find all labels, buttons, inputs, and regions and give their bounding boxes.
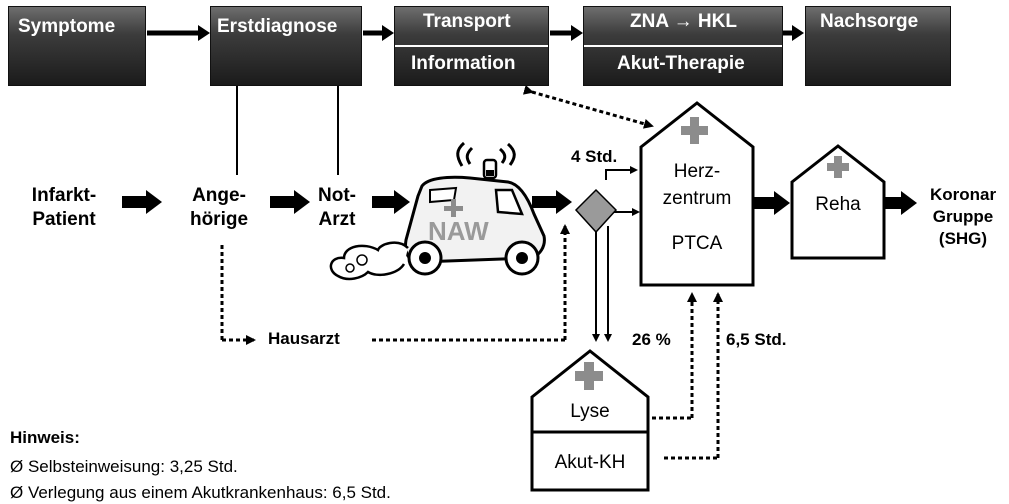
node-koronar-gruppe: Koronar Gruppe (SHG) [918, 184, 1008, 250]
phase-box-transport: Transport Information [394, 6, 549, 86]
lyse-label: Lyse [570, 401, 610, 422]
hausarzt-label: Hausarzt [268, 329, 340, 348]
label-herz: Herz- [673, 161, 721, 182]
node-notarzt: Not- Arzt [306, 184, 368, 232]
label-arzt: Arzt [318, 209, 356, 230]
herzzentrum-house [639, 101, 755, 287]
phase-box-nachsorge: Nachsorge [805, 6, 951, 86]
arrow-diamond-herzzentrum-upper [605, 166, 638, 180]
label-koronar: Koronar [929, 185, 997, 204]
phase-label-nachsorge: Nachsorge [820, 11, 919, 32]
phase-box-symptome: Symptome [8, 6, 146, 86]
phase-divider-zna [584, 45, 782, 47]
ambulance-icon [329, 141, 546, 281]
note-title: Hinweis: [10, 428, 80, 447]
label-shg: (SHG) [938, 229, 988, 248]
lyse-house [530, 349, 650, 492]
note-line-2: Ø Verlegung aus einem Akutkrankenhaus: 6… [10, 483, 391, 502]
phase-box-erstdiagnose: Erstdiagnose [210, 6, 362, 86]
phase-label-erstdiagnose: Erstdiagnose [217, 16, 338, 37]
label-gruppe: Gruppe [932, 207, 994, 226]
note-line-1: Ø Selbsteinweisung: 3,25 Std. [10, 457, 238, 476]
label-not: Not- [318, 185, 356, 206]
phase-label-zna-hkl: ZNA → HKL [630, 11, 737, 32]
flow-arrows [122, 190, 917, 215]
node-angehoerige: Ange- hörige [176, 184, 262, 232]
reha-house [790, 144, 886, 260]
herzzentrum-label: Herz- zentrum [641, 158, 753, 212]
naw-label: NAW [428, 216, 489, 246]
phase-label-akut-therapie: Akut-Therapie [617, 53, 745, 74]
label-infarkt: Infarkt- [31, 185, 97, 206]
reha-label: Reha [815, 194, 861, 215]
label-zentrum: zentrum [662, 188, 732, 209]
ptca-label: PTCA [671, 233, 723, 254]
dotted-connections [220, 224, 723, 460]
phase-label-transport: Transport [423, 11, 511, 32]
phase-label-symptome: Symptome [18, 16, 116, 37]
phase-box-zna-hkl: ZNA → HKL Akut-Therapie [583, 6, 783, 86]
percent-label: 26 % [632, 330, 671, 349]
akut-kh-label: Akut-KH [554, 452, 626, 473]
node-infarkt-patient: Infarkt- Patient [12, 184, 116, 232]
header-arrows [147, 25, 804, 41]
six-half-hours-label: 6,5 Std. [726, 330, 787, 349]
label-hoerige: hörige [189, 209, 249, 230]
label-ange: Ange- [192, 185, 246, 206]
phase-divider-transport [395, 45, 548, 47]
label-patient: Patient [32, 209, 96, 230]
decision-diamond [574, 188, 618, 234]
four-hours-label: 4 Std. [571, 147, 618, 166]
phase-label-information: Information [411, 53, 516, 74]
dotted-arrow-information-herzzentrum [522, 85, 654, 129]
